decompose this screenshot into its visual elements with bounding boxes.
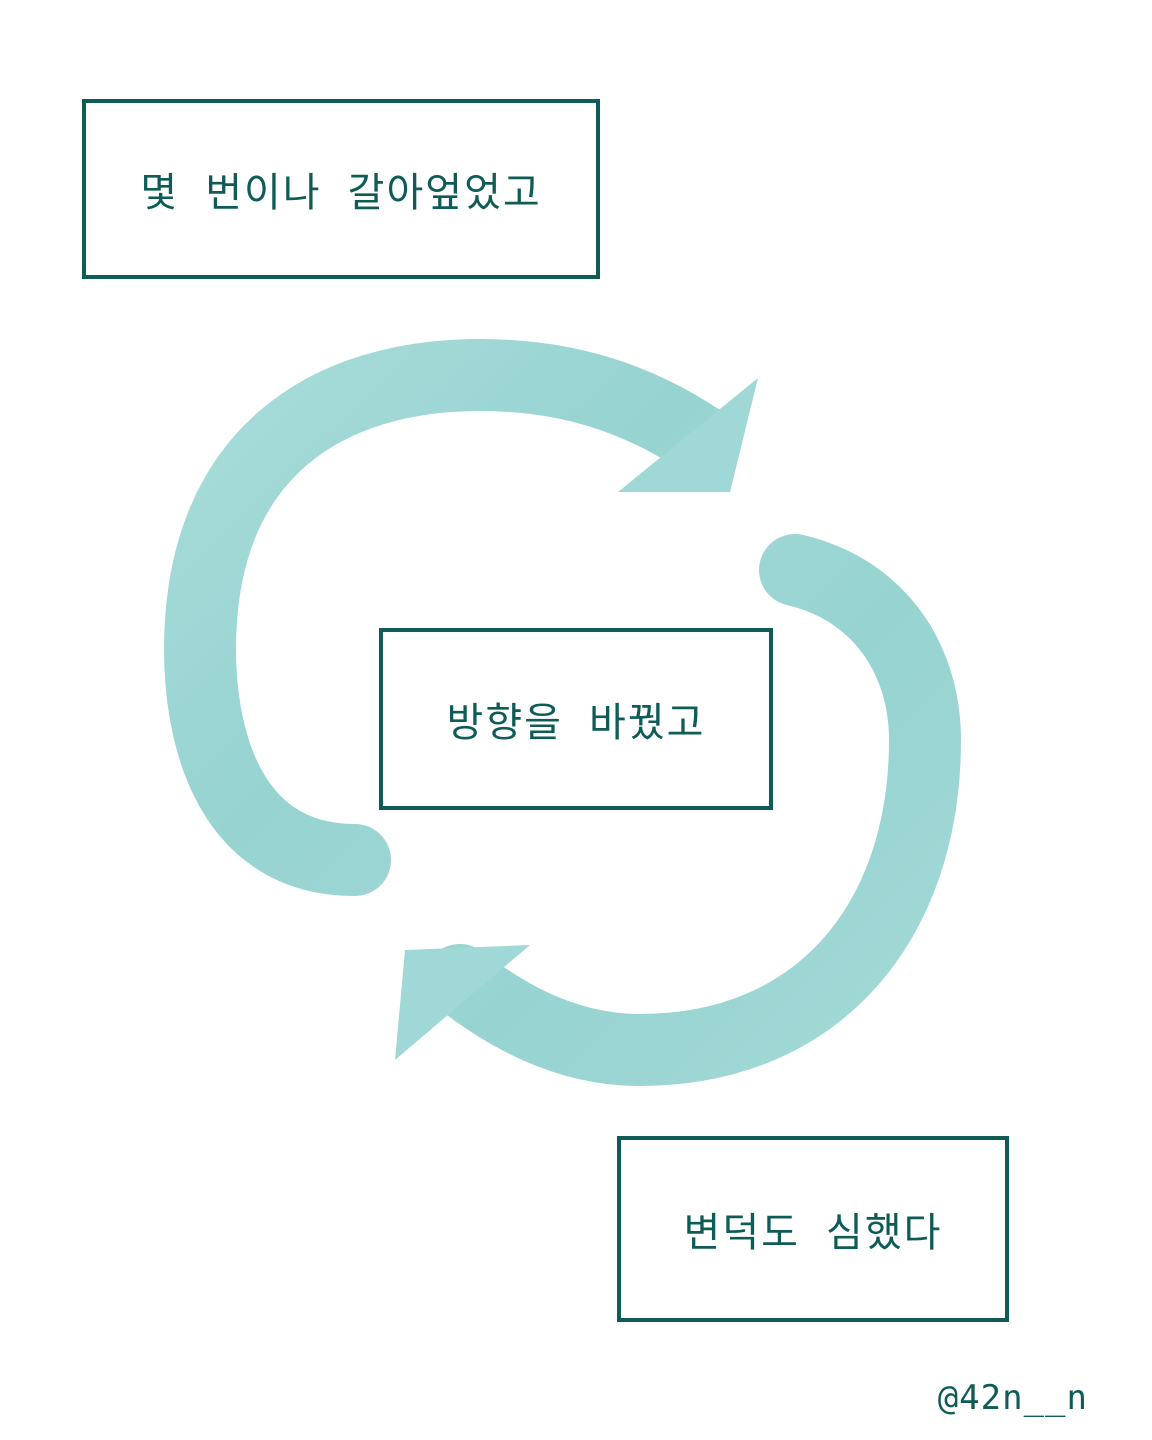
caption-text-top: 몇 번이나 갈아엎었고 <box>140 170 542 216</box>
lower-arrow <box>395 534 962 1087</box>
caption-box-top: 몇 번이나 갈아엎었고 <box>82 99 600 279</box>
caption-box-center: 방향을 바꿨고 <box>379 628 773 810</box>
author-handle: @42n__n <box>937 1378 1088 1418</box>
caption-box-bottom: 변덕도 심했다 <box>617 1136 1009 1322</box>
caption-text-bottom: 변덕도 심했다 <box>683 1210 943 1256</box>
caption-text-center: 방향을 바꿨고 <box>446 700 706 746</box>
upper-arrow <box>163 338 758 896</box>
